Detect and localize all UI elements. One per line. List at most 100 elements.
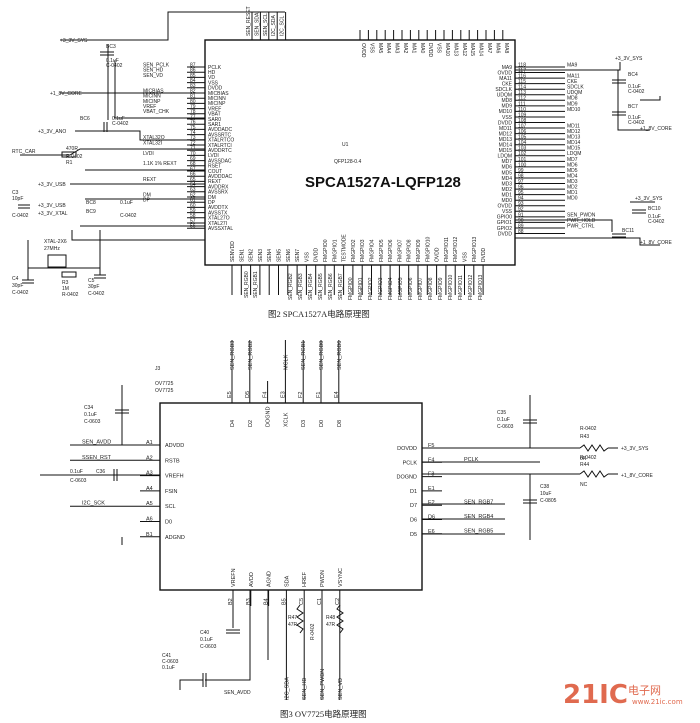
bc6-label: BC6 — [80, 116, 90, 122]
bottom-pin-vss-25-name: VSS — [463, 251, 469, 262]
right-pin-110-number: 110 — [518, 107, 526, 113]
usb-supply-label: +3_3V_USB — [38, 182, 66, 188]
r44-value: NC — [580, 482, 588, 488]
r3-body — [61, 271, 77, 278]
right-pin-md4-name: MD4 — [501, 176, 512, 182]
left-pin-micinn-name: MICINN — [208, 96, 226, 102]
bottom-net-fmgpio7: FMGPIO7 — [418, 277, 424, 300]
bottom-net-sen-rgb2: SEN_RGB2 — [288, 273, 294, 300]
bottom-pin-testmode-12-name: TESTMODE — [342, 234, 348, 262]
right-pin-md10-name: MD10 — [499, 109, 513, 115]
left-pin-64-number: 64 — [190, 182, 196, 188]
right-net-md13: MD13 — [567, 135, 581, 141]
ov-bottom-pin-sda-name: SDA — [284, 575, 290, 587]
c3-value: 10pF — [12, 196, 23, 202]
bottom-pin-fmgpio2-13-name: FMGPIO2 — [351, 239, 357, 262]
left-pin-83-number: 83 — [190, 83, 196, 89]
right-net-md9: MD9 — [567, 101, 578, 107]
bc7-value: 0.1uF — [628, 115, 641, 121]
c41-gnd-wire — [179, 679, 203, 690]
right-pin-105-number: 105 — [518, 135, 527, 141]
bottom-net-fmgpio13: FMGPIO13 — [478, 274, 484, 300]
right-pin-96-number: 96 — [518, 185, 524, 191]
c38-package: C-0805 — [540, 498, 557, 504]
chip-ref-label: U1 — [342, 142, 349, 148]
right-core-supply-label: +1_8V_CORE — [640, 126, 672, 132]
bottom-net-fmgpio4: FMGPIO4 — [388, 277, 394, 300]
bottom-pin-fmgpio3-14-name: FMGPIO3 — [360, 239, 366, 262]
ov-left-pin-rstb-name: RSTB — [165, 458, 180, 464]
right-net-md14: MD14 — [567, 140, 581, 146]
c36-value: 0.1uF — [70, 469, 83, 475]
top-pin-ma6-16-name: MA6 — [494, 43, 500, 54]
bottom-net-fmgpio3: FMGPIO3 — [378, 277, 384, 300]
right-net-md11: MD11 — [567, 123, 580, 129]
c36-label: C36 — [96, 469, 105, 475]
r3-label: R3 — [62, 280, 69, 286]
ov-top-net-mclk: MCLK — [283, 354, 289, 370]
xtal-27mhz-body — [47, 254, 67, 268]
r44-core-net: +1_8V_CORE — [621, 473, 653, 479]
bottom-net-sen-rgb5: SEN_RGB5 — [318, 273, 324, 300]
right-pin-112-number: 112 — [518, 96, 526, 102]
c4-label: C4 — [12, 276, 19, 282]
chip-package-label: QFP128-0.4 — [334, 159, 361, 165]
ov-left-pin-a4-number: A4 — [146, 486, 153, 492]
ov-top-net-sen-rgb2: SEN_RGB2 — [248, 341, 254, 370]
right-core2-supply-label: +1_8V_CORE — [640, 240, 672, 246]
bc7-package: C-0402 — [628, 120, 645, 126]
c35-label: C35 — [497, 410, 506, 416]
top-pin-dvdd-8-name: DVDD — [427, 43, 433, 58]
bottom-pin-fmgpio7-18-name: FMGPIO7 — [397, 239, 403, 262]
right-pin-ma9-name: MA9 — [502, 65, 513, 71]
bottom-pin-sen4-4-name: SEN4 — [267, 249, 273, 262]
bottom-pin-dvdd-27-name: DVDD — [481, 247, 487, 262]
ov-right-pin-f3-number: F3 — [428, 472, 434, 478]
c4-value: 30pF — [12, 283, 23, 289]
left-pin-xtalrtco-name: XTALRTCO — [208, 138, 234, 144]
right-pin-vss-name: VSS — [502, 209, 513, 215]
left-pin-vref-name: VREF — [208, 106, 221, 112]
bottom-net-fmgpio8: FMGPIO8 — [428, 277, 434, 300]
core-supply-label: +1_8V_CORE — [50, 91, 82, 97]
right-net-md3: MD3 — [567, 179, 578, 185]
left-pin-xtal27o-name: XTAL27O — [208, 216, 230, 222]
bottom-pin-stubs — [231, 265, 484, 295]
bottom-pin-dvdd-9-name: DVDD — [314, 247, 320, 262]
watermark-site: 电子网 — [628, 684, 661, 697]
top-net-sen-reset: SEN_RESET — [246, 6, 252, 36]
r44-body — [579, 470, 609, 478]
ov-right-pin-dovdd-name: DOVDD — [397, 446, 417, 452]
right-pin-88-number: 88 — [518, 229, 524, 235]
bc1011-package: C-0402 — [648, 219, 665, 225]
right-pin-md15-name: MD15 — [499, 148, 513, 154]
right-pin-118-number: 118 — [518, 62, 526, 68]
left-net-xtal32o: XTAL32O — [143, 135, 165, 141]
right-net-md12: MD12 — [567, 129, 581, 135]
right-pin-gpio1-name: GPIO1 — [497, 220, 513, 226]
bottom-net-fmgpio11: FMGPIO11 — [458, 275, 464, 300]
bottom-pin-sen7-7-name: SEN7 — [295, 249, 301, 262]
ov-left-pin-a1-number: A1 — [146, 440, 153, 446]
right-pin-cke-name: CKE — [502, 81, 513, 87]
right-pin-104-number: 104 — [518, 140, 527, 146]
ov-bottom-pin-vrefn-name: VREFN — [231, 568, 237, 587]
top-pin-ma8-17-name: MA8 — [503, 43, 509, 54]
bottom-net-sen-rgb6: SEN_RGB6 — [328, 273, 334, 300]
ov-bottom-pin-href-name: HREF — [302, 571, 308, 587]
r1-body — [61, 151, 77, 158]
ov-top-pin-e5-number: E5 — [227, 391, 233, 398]
ov-left-net-sen-avdd: SEN_AVDD — [82, 440, 111, 446]
top-pin-ma4-3-name: MA4 — [385, 43, 391, 54]
right-pin-gpio0-name: GPIO0 — [497, 215, 513, 221]
r1-value: 470R — [66, 146, 78, 152]
r48-body — [336, 604, 344, 634]
r47-label: R47 — [288, 615, 297, 621]
bottom-net-sen-rgb4: SEN_RGB4 — [308, 273, 314, 300]
left-pin-avddrx-name: AVDDRX — [208, 184, 229, 190]
ov-right-pin-f5-number: F5 — [428, 443, 434, 449]
ov-left-pin-adgnd-name: ADGND — [165, 535, 185, 541]
